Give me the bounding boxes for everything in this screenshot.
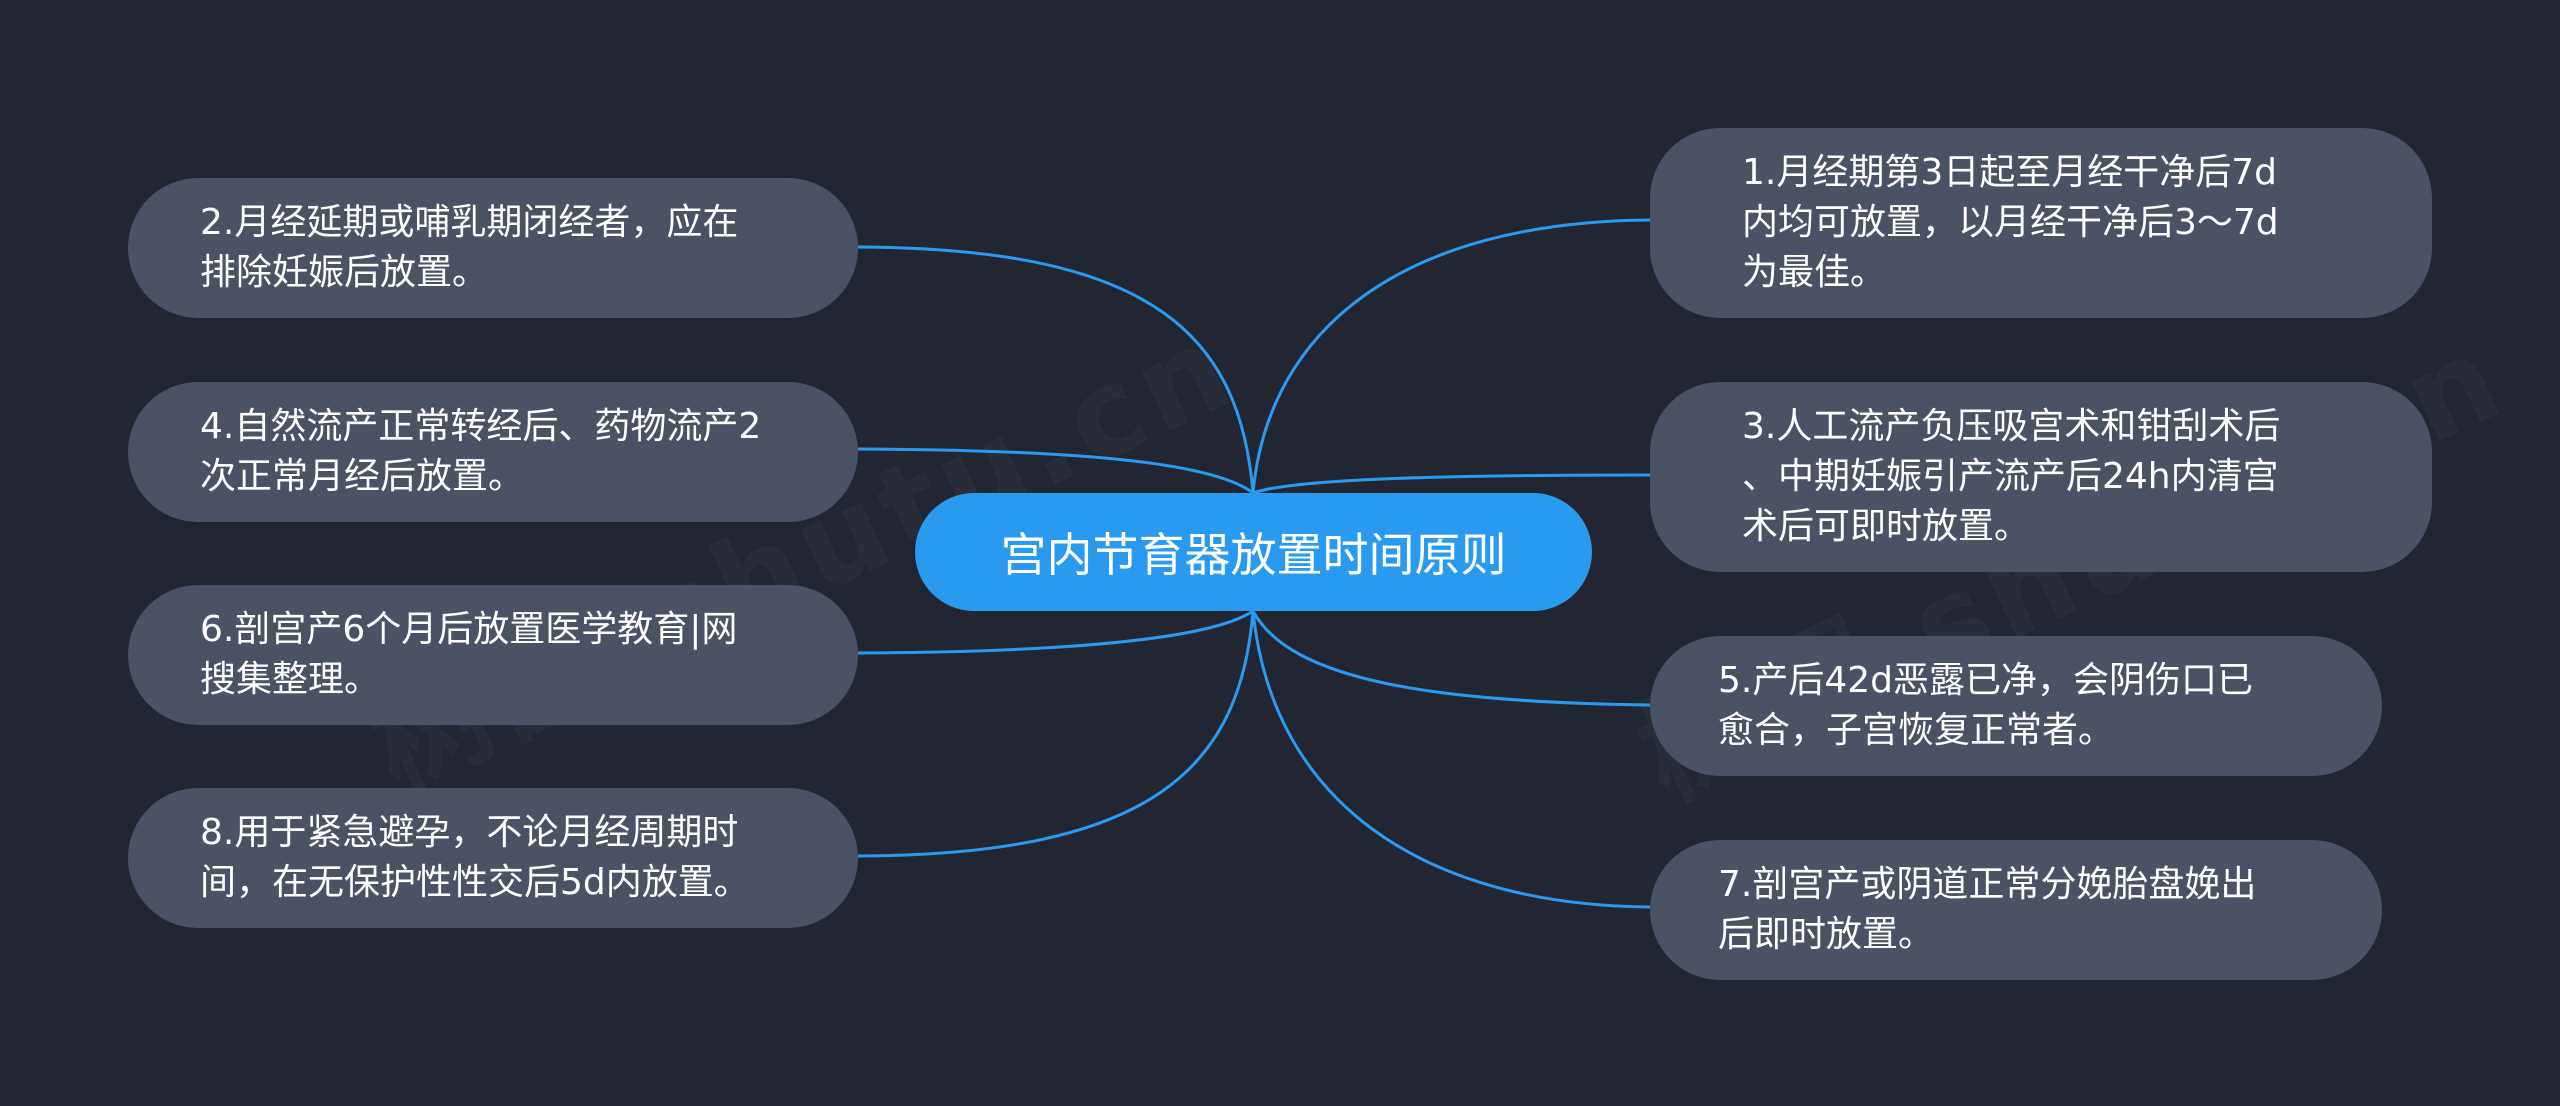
topic-node-4[interactable]: 4.自然流产正常转经后、药物流产2 次正常月经后放置。 (128, 382, 858, 522)
link-5 (1251, 610, 1651, 707)
topic-node-4-text: 4.自然流产正常转经后、药物流产2 次正常月经后放置。 (200, 406, 762, 497)
link-3 (1252, 473, 1651, 495)
central-topic-label: 宫内节育器放置时间原则 (1000, 528, 1507, 582)
topic-node-3-text: 3.人工流产负压吸宫术和钳刮术后 、中期妊娠引产流产后24h内清宫 术后可即时放… (1742, 406, 2281, 547)
topic-node-7[interactable]: 7.剖宫产或阴道正常分娩胎盘娩出 后即时放置。 (1650, 840, 2382, 980)
link-4 (857, 447, 1254, 495)
topic-node-5-text: 5.产后42d恶露已净，会阴伤口已 愈合，子宫恢复正常者。 (1718, 660, 2254, 751)
link-7 (1251, 610, 1651, 909)
topic-node-8[interactable]: 8.用于紧急避孕，不论月经周期时 间，在无保护性性交后5d内放置。 (128, 788, 858, 928)
topic-node-3[interactable]: 3.人工流产负压吸宫术和钳刮术后 、中期妊娠引产流产后24h内清宫 术后可即时放… (1650, 382, 2432, 572)
topic-node-5[interactable]: 5.产后42d恶露已净，会阴伤口已 愈合，子宫恢复正常者。 (1650, 636, 2382, 776)
topic-node-6[interactable]: 6.剖宫产6个月后放置医学教育|网 搜集整理。 (128, 585, 858, 725)
link-8 (857, 610, 1255, 858)
link-1 (1251, 218, 1651, 494)
topic-node-6-text: 6.剖宫产6个月后放置医学教育|网 搜集整理。 (200, 609, 738, 700)
link-6 (857, 609, 1254, 655)
topic-node-8-text: 8.用于紧急避孕，不论月经周期时 间，在无保护性性交后5d内放置。 (200, 812, 750, 903)
topic-node-2-text: 2.月经延期或哺乳期闭经者，应在 排除妊娠后放置。 (200, 202, 739, 293)
topic-node-7-text: 7.剖宫产或阴道正常分娩胎盘娩出 后即时放置。 (1718, 864, 2257, 955)
topic-node-2[interactable]: 2.月经延期或哺乳期闭经者，应在 排除妊娠后放置。 (128, 178, 858, 318)
topic-node-1[interactable]: 1.月经期第3日起至月经干净后7d 内均可放置，以月经干净后3～7d 为最佳。 (1650, 128, 2432, 318)
link-2 (857, 245, 1255, 494)
central-topic[interactable]: 宫内节育器放置时间原则 (915, 493, 1592, 611)
topic-node-1-text: 1.月经期第3日起至月经干净后7d 内均可放置，以月经干净后3～7d 为最佳。 (1742, 152, 2279, 293)
